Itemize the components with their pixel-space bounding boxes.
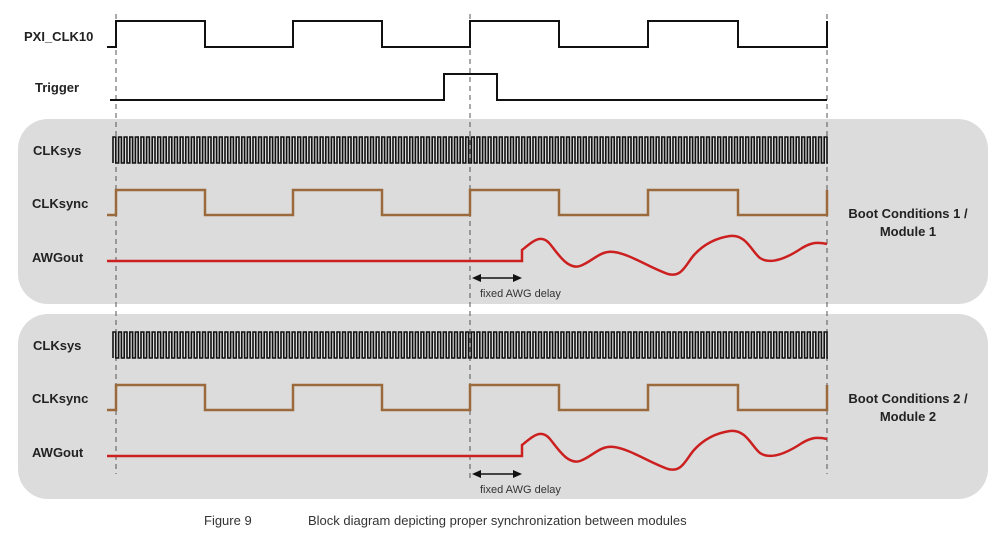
panel-1-delay-label: fixed AWG delay [480, 288, 561, 300]
panel-2-delay-arrow [472, 470, 522, 478]
figure-number: Figure 9 [204, 513, 252, 528]
panel-1-title-line1: Boot Conditions 1 / [848, 206, 968, 221]
panel-1-awgout-label: AWGout [32, 250, 84, 265]
panel-1-clksys-label: CLKsys [33, 143, 81, 158]
trigger-waveform [110, 73, 827, 101]
figure-caption-text: Block diagram depicting proper synchroni… [308, 513, 687, 528]
figure-caption: Figure 9 Block diagram depicting proper s… [204, 513, 687, 528]
panel-1-title-line2: Module 1 [880, 224, 936, 239]
panel-1-background [18, 119, 988, 304]
panel-1-clksys-waveform [112, 136, 828, 164]
panel-2-clksys-waveform [112, 331, 828, 359]
timing-guides [115, 14, 828, 478]
panel-2-clksys-label: CLKsys [33, 338, 81, 353]
pxi-clk10-label: PXI_CLK10 [24, 29, 93, 44]
panel-1-awgout-waveform [107, 234, 828, 276]
pxi-clk10-waveform [107, 20, 828, 48]
panel-2-title-line1: Boot Conditions 2 / [848, 391, 968, 406]
panel-2-awgout-label: AWGout [32, 445, 84, 460]
trigger-label: Trigger [35, 80, 79, 95]
panel-2-clksync-label: CLKsync [32, 391, 88, 406]
panel-2-title-line2: Module 2 [880, 409, 936, 424]
panel-2-clksync-waveform [107, 383, 829, 412]
panel-1-clksync-waveform [107, 188, 829, 217]
panel-1-delay-arrow [472, 274, 522, 282]
panel-1-clksync-label: CLKsync [32, 196, 88, 211]
panel-2-delay-label: fixed AWG delay [480, 484, 561, 496]
panel-2-background [18, 314, 988, 499]
panel-2-awgout-waveform [107, 429, 828, 471]
